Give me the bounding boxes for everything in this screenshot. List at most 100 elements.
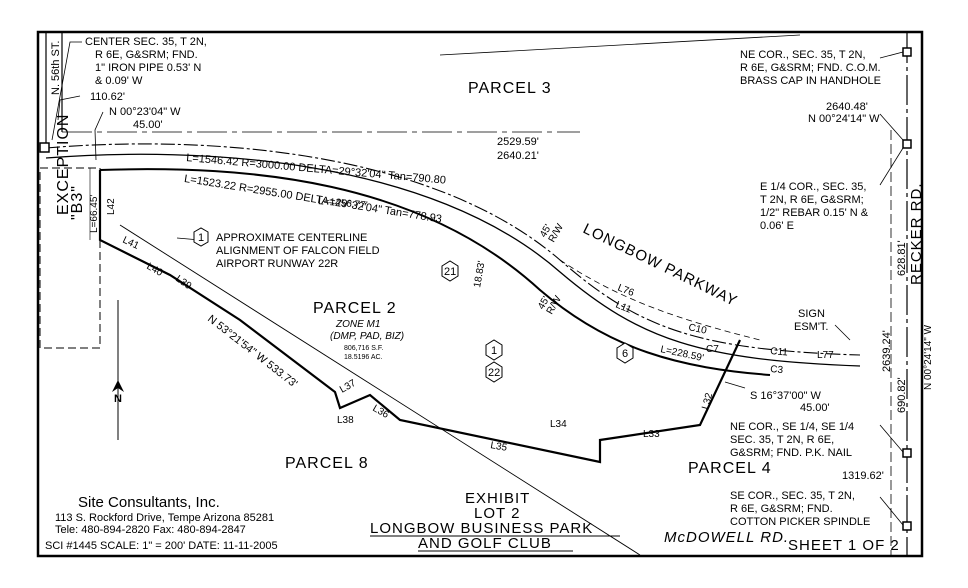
svg-text:L37: L37 [338, 378, 358, 396]
svg-text:EXHIBIT: EXHIBIT [465, 490, 530, 507]
note-se-cor: SE COR., SEC. 35, T 2N, R 6E, G&SRM; FND… [730, 490, 870, 528]
zone-line2: (DMP, PAD, BIZ) [330, 331, 404, 342]
marker-6: 6 [616, 342, 634, 364]
marker-22: 22 [485, 361, 503, 383]
svg-text:1" IRON PIPE 0.53' N: 1" IRON PIPE 0.53' N [95, 62, 201, 74]
dim-n0023-dist: 45.00' [133, 119, 163, 131]
dim-s1637-bearing: S 16°37'00" W [750, 390, 822, 402]
note-ne-se-cor: NE COR., SE 1/4, SE 1/4 SEC. 35, T 2N, R… [730, 421, 854, 459]
company-block: Site Consultants, Inc. 113 S. Rockford D… [45, 494, 278, 552]
svg-text:1: 1 [491, 345, 497, 357]
note-runway: APPROXIMATE CENTERLINE ALIGNMENT OF FALC… [216, 232, 380, 270]
dim-110: 110.62' [90, 91, 125, 103]
svg-text:COTTON PICKER SPINDLE: COTTON PICKER SPINDLE [730, 516, 870, 528]
svg-text:R 6E, G&SRM; FND.: R 6E, G&SRM; FND. [730, 503, 833, 515]
exception-b3-box [39, 167, 101, 349]
dim-18: 18.83' [472, 260, 488, 289]
dim-2639: 2639.24' [881, 330, 893, 372]
street-longbow: LONGBOW PARKWAY [580, 220, 740, 310]
svg-text:C3: C3 [770, 364, 784, 376]
svg-text:L76: L76 [616, 283, 636, 300]
note-sign-esmt: SIGN ESM'T. [794, 308, 829, 333]
dim-l66: L=66.45' [89, 195, 100, 233]
svg-text:SE COR., SEC. 35, T 2N,: SE COR., SEC. 35, T 2N, [730, 490, 855, 502]
svg-text:AIRPORT RUNWAY 22R: AIRPORT RUNWAY 22R [216, 258, 338, 270]
svg-text:C11: C11 [770, 346, 789, 359]
svg-text:L34: L34 [550, 419, 567, 430]
svg-text:L36: L36 [371, 403, 391, 421]
dim-n0023-bearing: N 00°23'04" W [109, 106, 181, 118]
svg-text:L33: L33 [643, 429, 660, 440]
svg-text:E 1/4 COR., SEC. 35,: E 1/4 COR., SEC. 35, [760, 181, 866, 193]
svg-text:21: 21 [444, 266, 456, 278]
svg-text:1: 1 [198, 232, 204, 244]
svg-text:SIGN: SIGN [798, 308, 825, 320]
svg-text:L38: L38 [337, 415, 354, 426]
dim-n0024-top: N 00°24'14" W [808, 113, 880, 125]
note-ne-cor: NE COR., SEC. 35, T 2N, R 6E, G&SRM; FND… [740, 49, 881, 87]
marker-1-runway: 1 [193, 227, 209, 247]
svg-text:BRASS CAP IN HANDHOLE: BRASS CAP IN HANDHOLE [740, 75, 881, 87]
longbow-parkway [45, 143, 861, 376]
dim-s1637-dist: 45.00' [800, 402, 830, 414]
dim-2640-21: 2640.21' [497, 150, 539, 162]
parcel-8-label: PARCEL 8 [285, 455, 369, 472]
parcel-2-boundary [98, 170, 741, 464]
exception-id: "B3" [69, 185, 86, 220]
svg-text:Tele: 480-894-2820 Fax:: Tele: 480-894-2820 Fax: 480-894-2847 [55, 524, 246, 536]
roads [45, 33, 908, 556]
svg-text:R 6E, G&SRM; FND.: R 6E, G&SRM; FND. [95, 49, 198, 61]
dim-2529: 2529.59' [497, 136, 539, 148]
svg-text:22: 22 [488, 367, 500, 379]
svg-text:Site Consultants, Inc.: Site Consultants, Inc. [78, 494, 220, 511]
street-n56th: N. 56th ST. [50, 41, 62, 95]
svg-text:L40: L40 [145, 261, 165, 279]
svg-text:NE COR., SE 1/4, SE 1/4: NE COR., SE 1/4, SE 1/4 [730, 421, 854, 433]
svg-text:APPROXIMATE CENTERLINE: APPROXIMATE CENTERLINE [216, 232, 367, 244]
dim-n5321: N 53°21'54" W 533.73' [205, 313, 299, 390]
dim-2640-48: 2640.48' [826, 101, 868, 113]
marker-21: 21 [441, 260, 459, 282]
svg-text:LONGBOW BUSINESS PARK: LONGBOW BUSINESS PARK [370, 520, 593, 537]
sheet-border [36, 30, 924, 558]
sheet-number: SHEET 1 OF 2 [788, 537, 900, 554]
dim-n0024-side: N 00°24'14" W [923, 324, 934, 390]
zone-line4: 18.5196 AC. [344, 354, 383, 361]
exhibit-block: EXHIBIT LOT 2 LONGBOW BUSINESS PARK AND … [370, 490, 620, 552]
svg-text:AND GOLF CLUB: AND GOLF CLUB [418, 535, 552, 552]
zone-line1: ZONE M1 [335, 319, 380, 330]
svg-text:6: 6 [622, 348, 628, 360]
svg-text:R 6E, G&SRM; FND. C.O.M.: R 6E, G&SRM; FND. C.O.M. [740, 62, 881, 74]
dim-1319: 1319.62' [842, 470, 884, 482]
parcel-4-label: PARCEL 4 [688, 460, 772, 477]
corner-monuments [39, 47, 912, 531]
note-center-sec35: CENTER SEC. 35, T 2N, R 6E, G&SRM; FND. … [85, 36, 207, 87]
svg-text:C7: C7 [706, 344, 719, 355]
zone-line3: 806,716 S.F. [344, 345, 383, 352]
svg-text:L32: L32 [700, 391, 715, 410]
svg-text:C10: C10 [687, 322, 708, 337]
svg-text:ESM'T.: ESM'T. [794, 321, 829, 333]
svg-text:G&SRM; FND. P.K. NAIL: G&SRM; FND. P.K. NAIL [730, 447, 852, 459]
dim-690: 690.82' [896, 377, 908, 413]
line-labels: L42 L41 L40 L39 L37 L38 L36 L35 L34 L33 … [106, 198, 834, 454]
marker-1-zone: 1 [485, 339, 503, 361]
svg-text:L42: L42 [106, 198, 117, 215]
svg-text:CENTER SEC. 35, T 2N,: CENTER SEC. 35, T 2N, [85, 36, 207, 48]
street-recker: RECKER RD. [908, 182, 925, 285]
svg-text:T 2N, R 6E, G&SRM;: T 2N, R 6E, G&SRM; [760, 194, 864, 206]
svg-text:LOT 2: LOT 2 [474, 505, 520, 522]
parcel-3-label: PARCEL 3 [468, 80, 552, 97]
dim-rwa: R/W [547, 222, 567, 245]
svg-text:0.06' E: 0.06' E [760, 220, 794, 232]
svg-text:113 S. Rockford Drive, Tempe: 113 S. Rockford Drive, Tempe Arizona 852… [55, 512, 274, 524]
svg-text:NE COR., SEC. 35, T 2N,: NE COR., SEC. 35, T 2N, [740, 49, 866, 61]
north-label: N [114, 393, 122, 405]
svg-text:SEC. 35, T 2N, R 6E,: SEC. 35, T 2N, R 6E, [730, 434, 834, 446]
street-mcdowell: McDOWELL RD. [664, 529, 789, 546]
dim-l1456: L=1456.77' [318, 196, 368, 211]
svg-text:SCI #1445 SCALE: 1" = 200': SCI #1445 SCALE: 1" = 200' DATE: 11-11-2… [45, 540, 278, 552]
svg-text:1/2" REBAR 0.15' N &: 1/2" REBAR 0.15' N & [760, 207, 869, 219]
dim-628: 628.81' [896, 240, 908, 276]
